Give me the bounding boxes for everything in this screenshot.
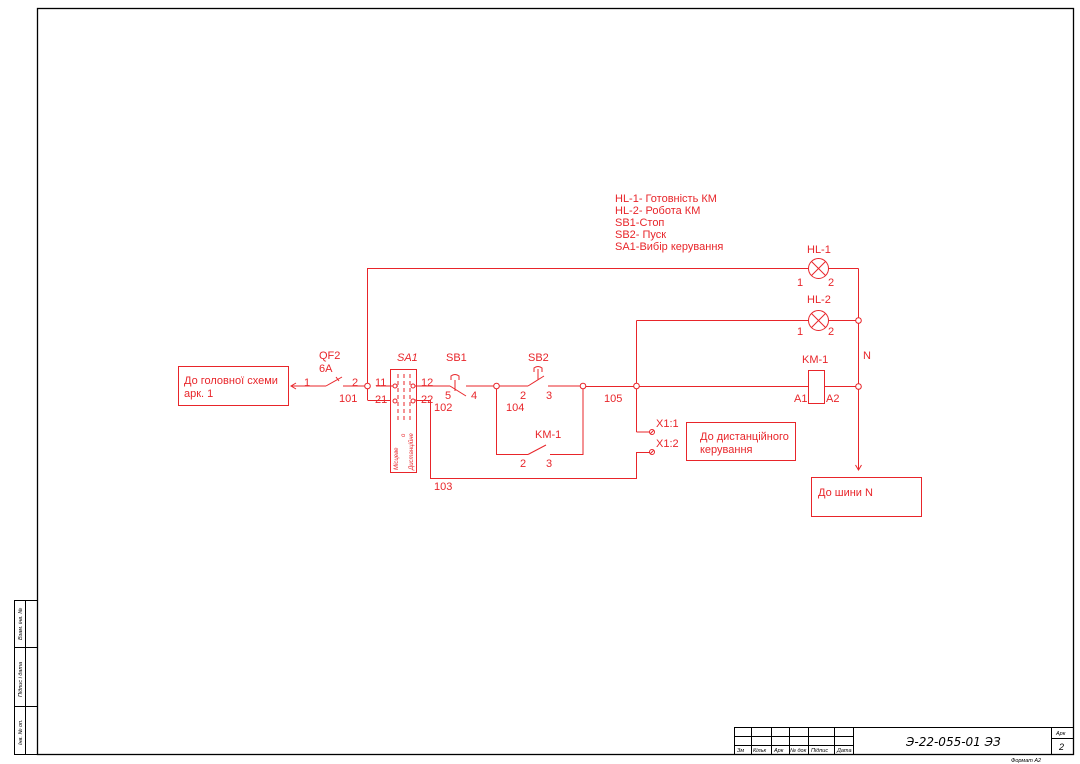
sb2-start-button: SB2 2 3 (499, 352, 580, 402)
qf2-breaker: QF2 6A 1 2 (304, 350, 367, 389)
sa1-pin-11: 11 (375, 377, 386, 389)
node-n-hl2 (855, 317, 862, 324)
x1-terminals: X1:1 X1:2 (636, 418, 679, 455)
km1-contact-label: KM-1 (535, 429, 561, 441)
wire-103-label: 103 (434, 481, 452, 493)
wire-104-label: 104 (506, 402, 524, 414)
col-ndok: № док (790, 748, 807, 754)
wire-102-label: 102 (434, 402, 452, 414)
drawing-frame (36, 7, 1075, 756)
hl1-pin-2: 2 (828, 277, 834, 289)
neutral-label: N (863, 350, 871, 362)
doc-code: Э-22-055-01 ЭЗ (905, 735, 1001, 749)
sb1-pin-4: 4 (471, 390, 477, 402)
hl2-pin-1: 1 (797, 326, 803, 338)
km1-coil-pin-a2: A2 (826, 393, 839, 405)
title-block: Зм Кільк Арк № док Підпис Дата Э-22-055-… (734, 727, 1074, 764)
side-stamp-replace-inv: Взам. інв. № (18, 608, 24, 640)
km1-coil-label: KM-1 (802, 354, 828, 366)
arrow-left-icon (290, 382, 297, 390)
sa1-pin-12: 12 (421, 377, 433, 389)
qf2-rating: 6A (319, 363, 333, 375)
sa1-label: SA1 (397, 352, 418, 364)
legend-line-2: HL-2- Робота КМ (615, 205, 700, 217)
legend-line-5: SA1-Вибір керування (615, 241, 723, 253)
sb2-label: SB2 (528, 352, 549, 364)
sb1-pin-5: 5 (445, 390, 451, 402)
qf2-pin-2: 2 (352, 377, 358, 389)
wire-103 (416, 400, 637, 479)
hl2-lamp: HL-2 1 2 (797, 294, 856, 338)
col-zm: Зм (737, 748, 744, 754)
sheet-label: Арк (1055, 731, 1066, 737)
sa1-local-label: Місцеве (394, 447, 400, 470)
remote-line-1: До дистанційного (700, 431, 789, 443)
bus-n-label: До шини N (818, 487, 873, 499)
bus-n-box: До шини N (811, 477, 922, 517)
col-ark: Арк (773, 748, 784, 754)
remote-control-box: До дистанційного керування (686, 422, 796, 461)
col-kilk: Кільк (753, 748, 766, 754)
qf2-pin-1: 1 (304, 377, 310, 389)
qf2-label: QF2 (319, 350, 340, 362)
hl1-lamp: HL-1 1 2 (797, 244, 859, 289)
hl1-label: HL-1 (807, 244, 831, 256)
sa1-pin-21: 21 (375, 394, 387, 406)
hl2-pin-2: 2 (828, 326, 834, 338)
legend-line-1: HL-1- Готовність КМ (615, 193, 717, 205)
format-label: Формат А2 (1011, 758, 1041, 764)
sa1-o-label: о (401, 433, 407, 437)
node-qf2-out (364, 382, 371, 390)
sb1-label: SB1 (446, 352, 467, 364)
x1-1-label: X1:1 (656, 418, 679, 430)
main-scheme-box: До головної схеми арк. 1 (178, 366, 289, 406)
sa1-selector: SA1 11 12 21 22 Місцеве о Дистанційне (375, 352, 434, 473)
node-104-left (493, 382, 500, 390)
legend-line-4: SB2- Пуск (615, 229, 666, 241)
km1-coil: KM-1 A1 A2 (794, 354, 856, 405)
side-stamp-inv-no: Інв. № оп. (18, 719, 24, 745)
wire-101-label: 101 (339, 393, 357, 405)
km1-coil-pin-a1: A1 (794, 393, 807, 405)
sb2-pin-2: 2 (520, 390, 526, 402)
main-scheme-line-2: арк. 1 (184, 388, 213, 400)
sa1-remote-label: Дистанційне (408, 432, 415, 471)
col-data: Дата (836, 748, 852, 754)
node-105 (633, 382, 640, 390)
legend: HL-1- Готовність КМ HL-2- Робота КМ SB1-… (615, 193, 723, 253)
x1-2-label: X1:2 (656, 438, 679, 450)
hl2-label: HL-2 (807, 294, 831, 306)
hl1-pin-1: 1 (797, 277, 803, 289)
arrow-down-icon (855, 464, 862, 471)
node-n-coil (855, 383, 862, 390)
remote-line-2: керування (700, 444, 753, 456)
km1-holding-contact: KM-1 2 3 (496, 389, 584, 470)
node-104-right (579, 382, 587, 390)
legend-line-3: SB1-Стоп (615, 217, 664, 229)
sb1-stop-button: SB1 5 4 (434, 352, 496, 402)
side-stamp-sign-date: Підпис і дата (18, 662, 24, 697)
sheet-number: 2 (1058, 742, 1064, 752)
km1-contact-pin-3: 3 (546, 458, 552, 470)
main-scheme-line-1: До головної схеми (184, 375, 278, 387)
km1-contact-pin-2: 2 (520, 458, 526, 470)
sb2-pin-3: 3 (546, 390, 552, 402)
col-pidpys: Підпис (811, 748, 828, 754)
side-stamp: Взам. інв. № Підпис і дата Інв. № оп. (14, 600, 38, 755)
wire-105-label: 105 (604, 393, 622, 405)
